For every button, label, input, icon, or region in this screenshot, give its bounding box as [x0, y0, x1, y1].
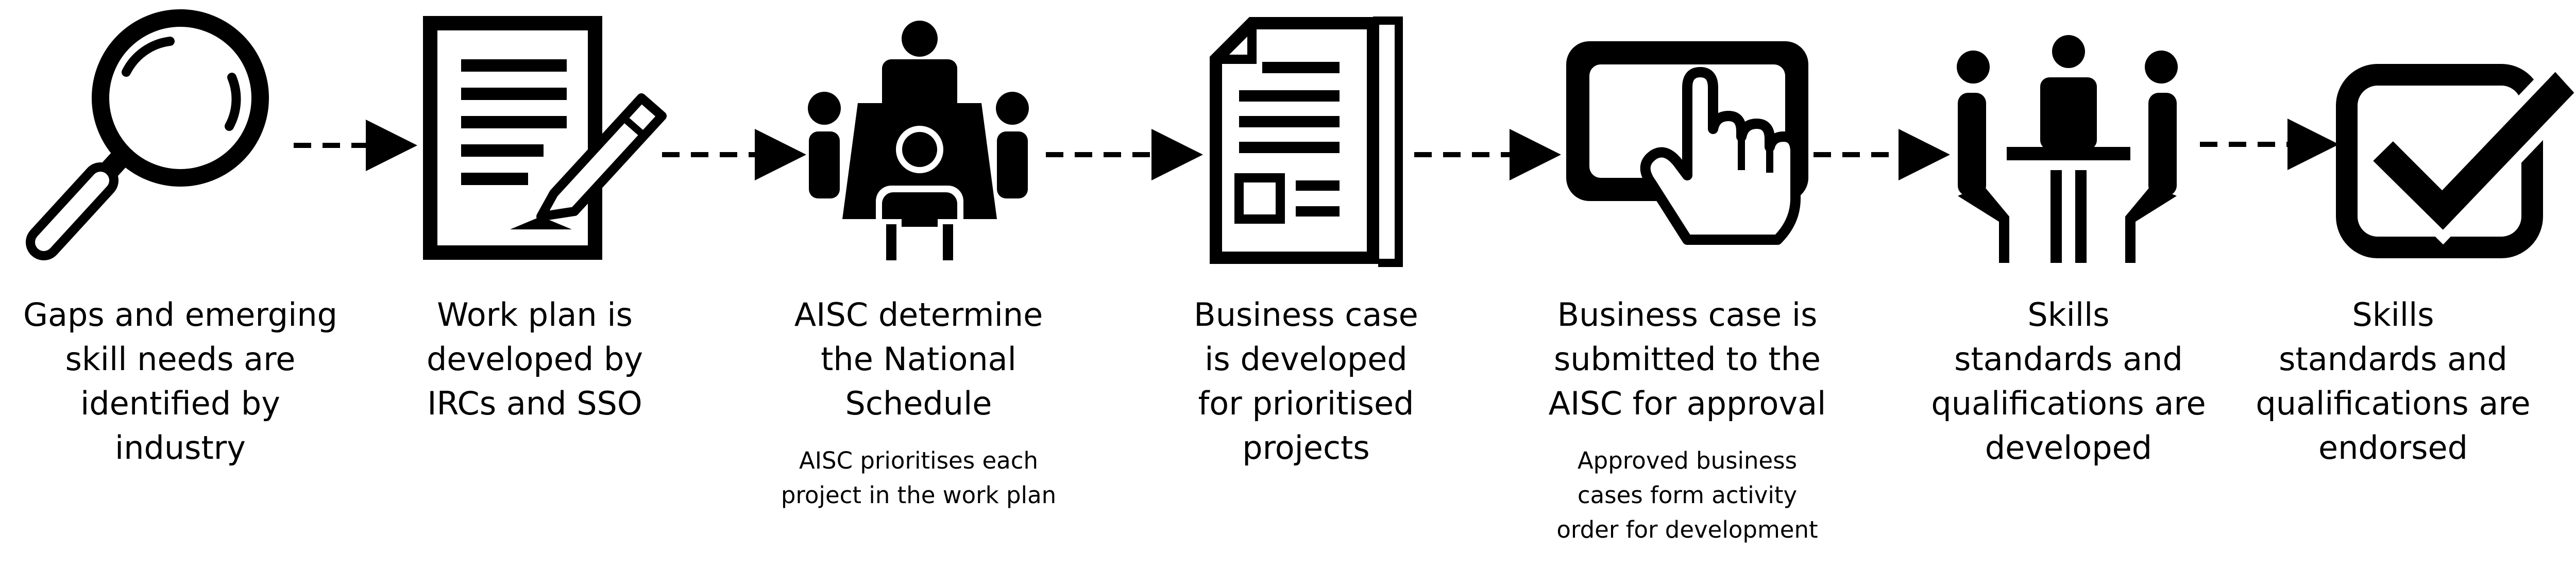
step-label: Work plan is developed by IRCs and SSO — [426, 296, 643, 422]
step-label: Business case is submitted to the AISC f… — [1548, 296, 1826, 422]
step-sublabel: Approved business cases form activity or… — [1556, 447, 1818, 543]
step-developed: Skills standards and qualifications are … — [1873, 293, 2264, 470]
document-pen-icon — [423, 16, 667, 260]
meeting-table-icon — [808, 21, 1029, 265]
step-gaps: Gaps and emerging skill needs are identi… — [0, 293, 376, 470]
step-label: Business case is developed for prioritis… — [1194, 296, 1418, 467]
collaboration-table-icon — [1957, 35, 2178, 263]
step-work-plan: Work plan is developed by IRCs and SSO — [339, 293, 731, 426]
step-label: AISC determine the National Schedule — [794, 296, 1043, 422]
step-label: Skills standards and qualifications are … — [2256, 296, 2531, 467]
magnifying-glass-icon — [26, 9, 269, 260]
touchscreen-hand-icon — [1566, 41, 1808, 245]
step-aisc-schedule: AISC determine the National Schedule AIS… — [723, 293, 1114, 512]
checkbox-tick-icon — [2336, 57, 2576, 258]
document-stack-icon — [1210, 16, 1403, 267]
step-label: Gaps and emerging skill needs are identi… — [23, 296, 338, 467]
connector-arrows — [294, 119, 2339, 180]
step-submitted: Business case is submitted to the AISC f… — [1492, 293, 1883, 547]
step-sublabel: AISC prioritises each project in the wor… — [781, 447, 1057, 509]
step-endorsed: Skills standards and qualifications are … — [2197, 293, 2576, 470]
step-business-case: Business case is developed for prioritis… — [1110, 293, 1502, 470]
step-label: Skills standards and qualifications are … — [1931, 296, 2206, 467]
